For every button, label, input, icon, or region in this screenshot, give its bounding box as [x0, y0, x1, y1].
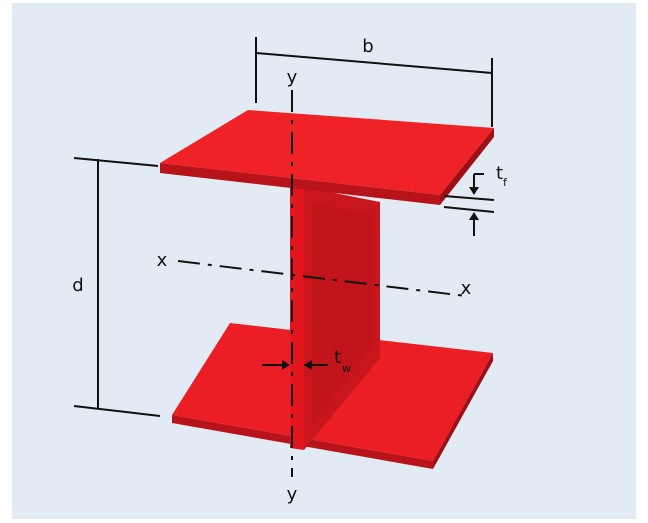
- y-axis-top-label: y: [287, 67, 298, 88]
- web: [290, 185, 380, 450]
- x-axis-right-label: x: [461, 278, 472, 299]
- x-axis-line: [177, 260, 467, 297]
- y-axis-bottom-label: y: [287, 484, 298, 505]
- flange-thickness-dimension: [443, 173, 495, 236]
- width-dimension: [255, 37, 493, 127]
- flange-thickness-label: t: [496, 163, 503, 184]
- diagram-canvas: b d t f t w x x: [12, 3, 636, 519]
- web-shading: [312, 203, 374, 423]
- web-thickness-label: t: [334, 347, 341, 368]
- x-axis-left-label: x: [157, 250, 168, 271]
- depth-label: d: [72, 275, 83, 296]
- i-beam-diagram: b d t f t w x x: [72, 36, 508, 505]
- top-flange: [160, 110, 494, 205]
- width-label: b: [362, 36, 373, 57]
- web-thickness-subscript: w: [342, 362, 351, 375]
- top-flange-top-face: [160, 110, 494, 195]
- top-flange-front-edge: [160, 163, 440, 205]
- web-face: [304, 187, 380, 450]
- flange-thickness-subscript: f: [503, 176, 508, 189]
- depth-dimension: [73, 157, 161, 417]
- web-front-edge: [290, 185, 304, 450]
- web-thickness-dimension: [262, 360, 328, 370]
- bottom-flange-side-edge: [433, 353, 493, 469]
- top-flange-side-edge: [440, 128, 494, 205]
